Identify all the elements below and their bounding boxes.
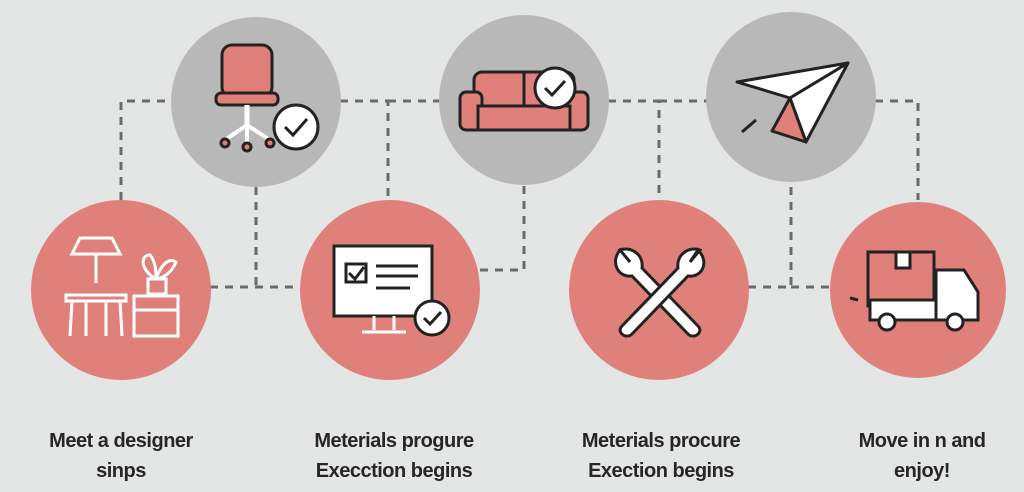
step-2-circle — [300, 200, 480, 380]
step-3-subtitle: Exection begins — [588, 460, 734, 482]
step-1-label: Meet a designer sinps — [11, 426, 231, 486]
milestone-sofa — [439, 15, 609, 185]
step-1-title: Meet a designer — [49, 430, 193, 452]
step-1-subtitle: sinps — [96, 460, 146, 482]
milestone-chair — [171, 17, 341, 187]
step-2-title: Meterials progure — [314, 430, 474, 452]
step-4-title: Move in n and — [858, 430, 986, 452]
step-3-circle — [569, 200, 749, 380]
step-4-subtitle: enjoy! — [894, 460, 950, 482]
step-4-circle — [830, 202, 1006, 378]
wrench-tools-icon — [614, 247, 706, 338]
milestone-paper-plane — [706, 12, 876, 182]
step-3-label: Meterials procure Exection begins — [551, 426, 771, 486]
lamp-desk-plant-icon — [64, 236, 180, 338]
office-chair-check-icon — [214, 43, 320, 153]
monitor-checklist-icon — [332, 244, 451, 337]
delivery-truck-icon — [849, 250, 980, 332]
dashed-connectors — [119, 99, 920, 289]
step-4-label: Move in n and enjoy! — [812, 426, 1024, 486]
paper-plane-icon — [735, 61, 850, 144]
step-2-subtitle: Execction begins — [315, 460, 473, 482]
step-1-circle — [31, 200, 211, 380]
step-2-label: Meterials progure Execction begins — [284, 426, 504, 486]
sofa-check-icon — [458, 66, 590, 132]
step-3-title: Meterials procure — [581, 430, 741, 452]
